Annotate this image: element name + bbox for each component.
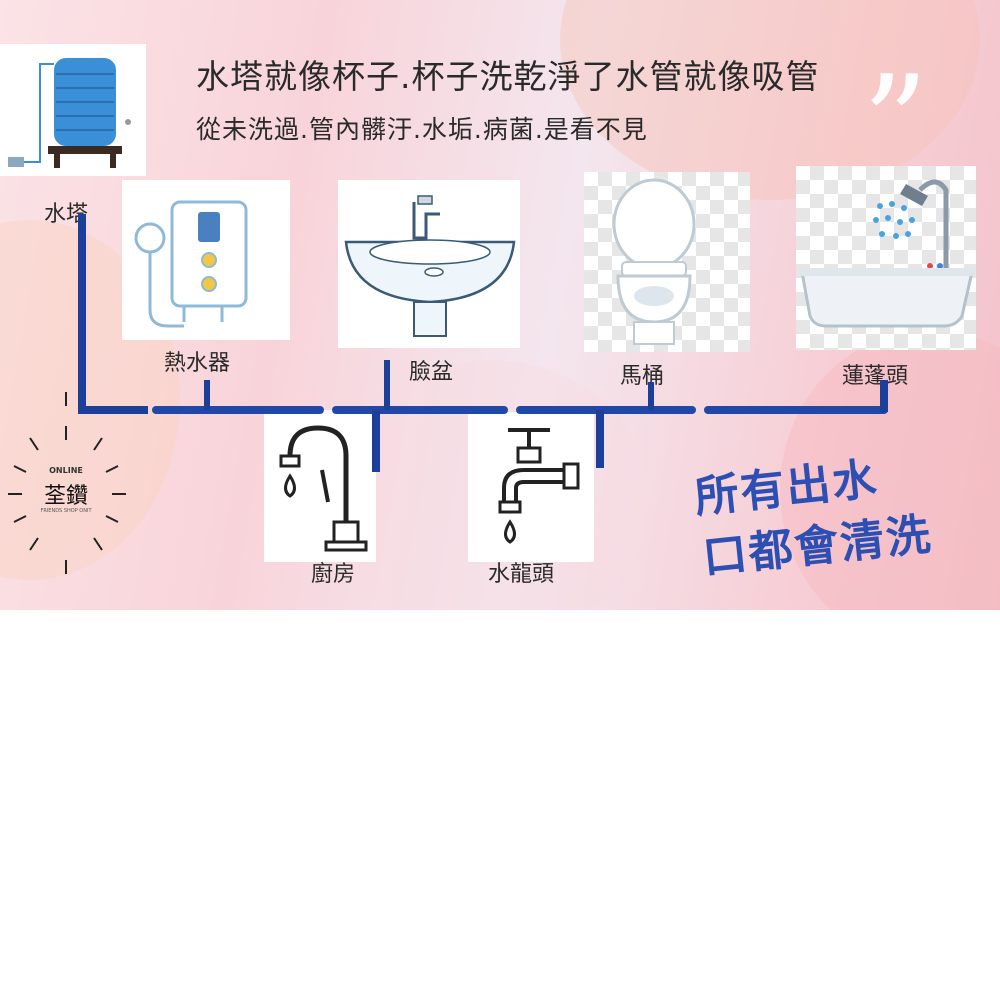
pipe-branch-shower [880,380,888,412]
logo-rays-icon [8,426,126,574]
water-heater-card [122,180,290,340]
infographic-banner: 水塔就像杯子.杯子洗乾淨了水管就像吸管 從未洗過.管內髒汙.水垢.病菌.是看不見… [0,0,1000,610]
logo-bottom-text: FRIENDS SHOP ONIT [40,508,92,514]
logo-sunburst-icon [0,392,140,600]
pipe-branch-heater [204,380,210,410]
pipe-branch-tap [596,410,604,468]
pipe-segment [332,406,508,414]
pipe-segment [516,406,696,414]
pipe-segment [704,406,888,414]
kitchen-faucet-card [264,410,376,562]
toilet-card [584,172,750,352]
label-water-heater: 熱水器 [164,351,231,376]
label-water-tap: 水龍頭 [488,562,555,587]
logo-top-text: ONLINE [49,466,83,475]
label-kitchen: 廚房 [311,562,356,587]
pipe-branch-basin [384,360,390,410]
kitchen-faucet-icon [279,425,368,552]
shop-logo: ONLINE 荃鑽 FRIENDS SHOP ONIT [0,392,140,600]
label-toilet: 馬桶 [620,364,665,389]
pipe-segment [78,406,148,414]
pipe-branch-kitchen [372,410,380,472]
label-shower: 蓮蓬頭 [842,364,909,389]
toilet-icon [612,178,696,345]
label-wash-basin: 臉盆 [409,360,454,385]
wash-basin-card [338,180,520,348]
water-tower-card [0,44,146,176]
headline: 水塔就像杯子.杯子洗乾淨了水管就像吸管 [196,57,820,96]
water-tap-icon [498,428,580,544]
water-heater-icon [134,200,248,328]
subline: 從未洗過.管內髒汙.水垢.病菌.是看不見 [196,115,648,144]
pipe-branch-toilet [648,382,654,410]
shower-card [796,166,976,350]
water-tower-icon [8,58,131,168]
pipe-segment [152,406,324,414]
wash-basin-icon [344,195,516,337]
logo-name: 荃鑽 [43,484,88,509]
shower-bath-icon [798,179,974,328]
pipe-main-vertical [78,214,86,414]
water-tap-card [468,412,594,562]
